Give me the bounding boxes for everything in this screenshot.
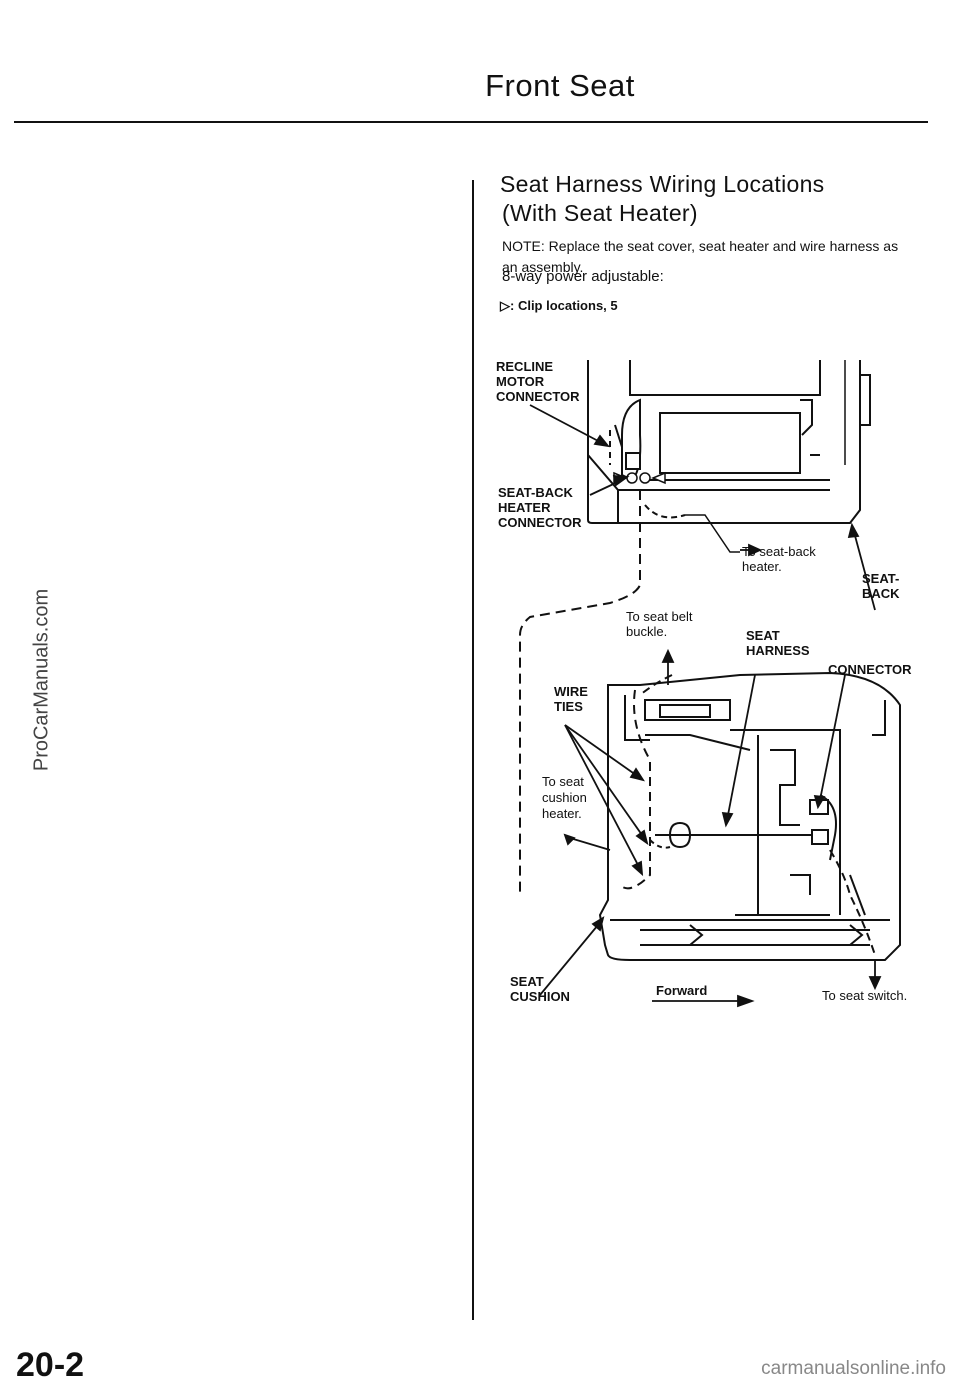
label-to-cushion-2: cushion: [542, 790, 587, 805]
note: NOTE: Replace the seat cover, seat heate…: [502, 238, 899, 275]
column-rule: [472, 180, 474, 1320]
leader-arrows: [529, 404, 882, 1008]
label-recline-1: RECLINE: [496, 359, 553, 374]
label-seatback-2: BACK: [862, 586, 900, 601]
label-to-cushion-1: To seat: [542, 774, 584, 789]
seat-cushion-drawing: [598, 671, 901, 961]
label-to-belt-1: To seat belt: [626, 609, 693, 624]
label-seat-cushion-2: CUSHION: [510, 989, 570, 1004]
page-title: Front Seat: [485, 68, 635, 103]
label-to-belt-2: buckle.: [626, 624, 667, 639]
section-title-line1: Seat Harness Wiring Locations: [500, 171, 825, 197]
page-number: 20-2: [16, 1346, 85, 1384]
label-to-seatback-heater-2: heater.: [742, 559, 782, 574]
label-seatback-1: SEAT-: [862, 571, 899, 586]
label-to-switch: To seat switch.: [822, 988, 907, 1003]
label-to-seatback-heater-1: To seat-back: [742, 544, 816, 559]
label-seatback-heater-1: SEAT-BACK: [498, 485, 573, 500]
label-seat-cushion-1: SEAT: [510, 974, 544, 989]
label-wire-ties-1: WIRE: [554, 684, 588, 699]
label-forward: Forward: [656, 983, 707, 998]
label-recline-2: MOTOR: [496, 374, 545, 389]
label-connector: CONNECTOR: [828, 662, 912, 677]
footer-site: carmanualsonline.info: [761, 1358, 946, 1379]
label-seatback-heater-3: CONNECTOR: [498, 515, 582, 530]
label-harness-1: SEAT: [746, 628, 780, 643]
subheading: 8-way power adjustable:: [502, 268, 664, 285]
label-seatback-heater-2: HEATER: [498, 500, 551, 515]
seat-harness-diagram: RECLINE MOTOR CONNECTOR SEAT-BACK HEATER…: [496, 359, 912, 1008]
label-to-cushion-3: heater.: [542, 806, 582, 821]
title-rule: [14, 121, 928, 123]
section-title: Seat Harness Wiring Locations (With Seat…: [500, 170, 824, 228]
label-wire-ties-2: TIES: [554, 699, 583, 714]
section-title-line2: (With Seat Heater): [502, 200, 698, 226]
label-harness-2: HARNESS: [746, 643, 810, 658]
seat-back-harness: [519, 398, 740, 895]
clip-legend: ▷: Clip locations, 5: [500, 298, 618, 313]
label-recline-3: CONNECTOR: [496, 389, 580, 404]
watermark: ProCarManuals.com: [30, 588, 53, 772]
seat-back-drawing: [587, 360, 871, 524]
